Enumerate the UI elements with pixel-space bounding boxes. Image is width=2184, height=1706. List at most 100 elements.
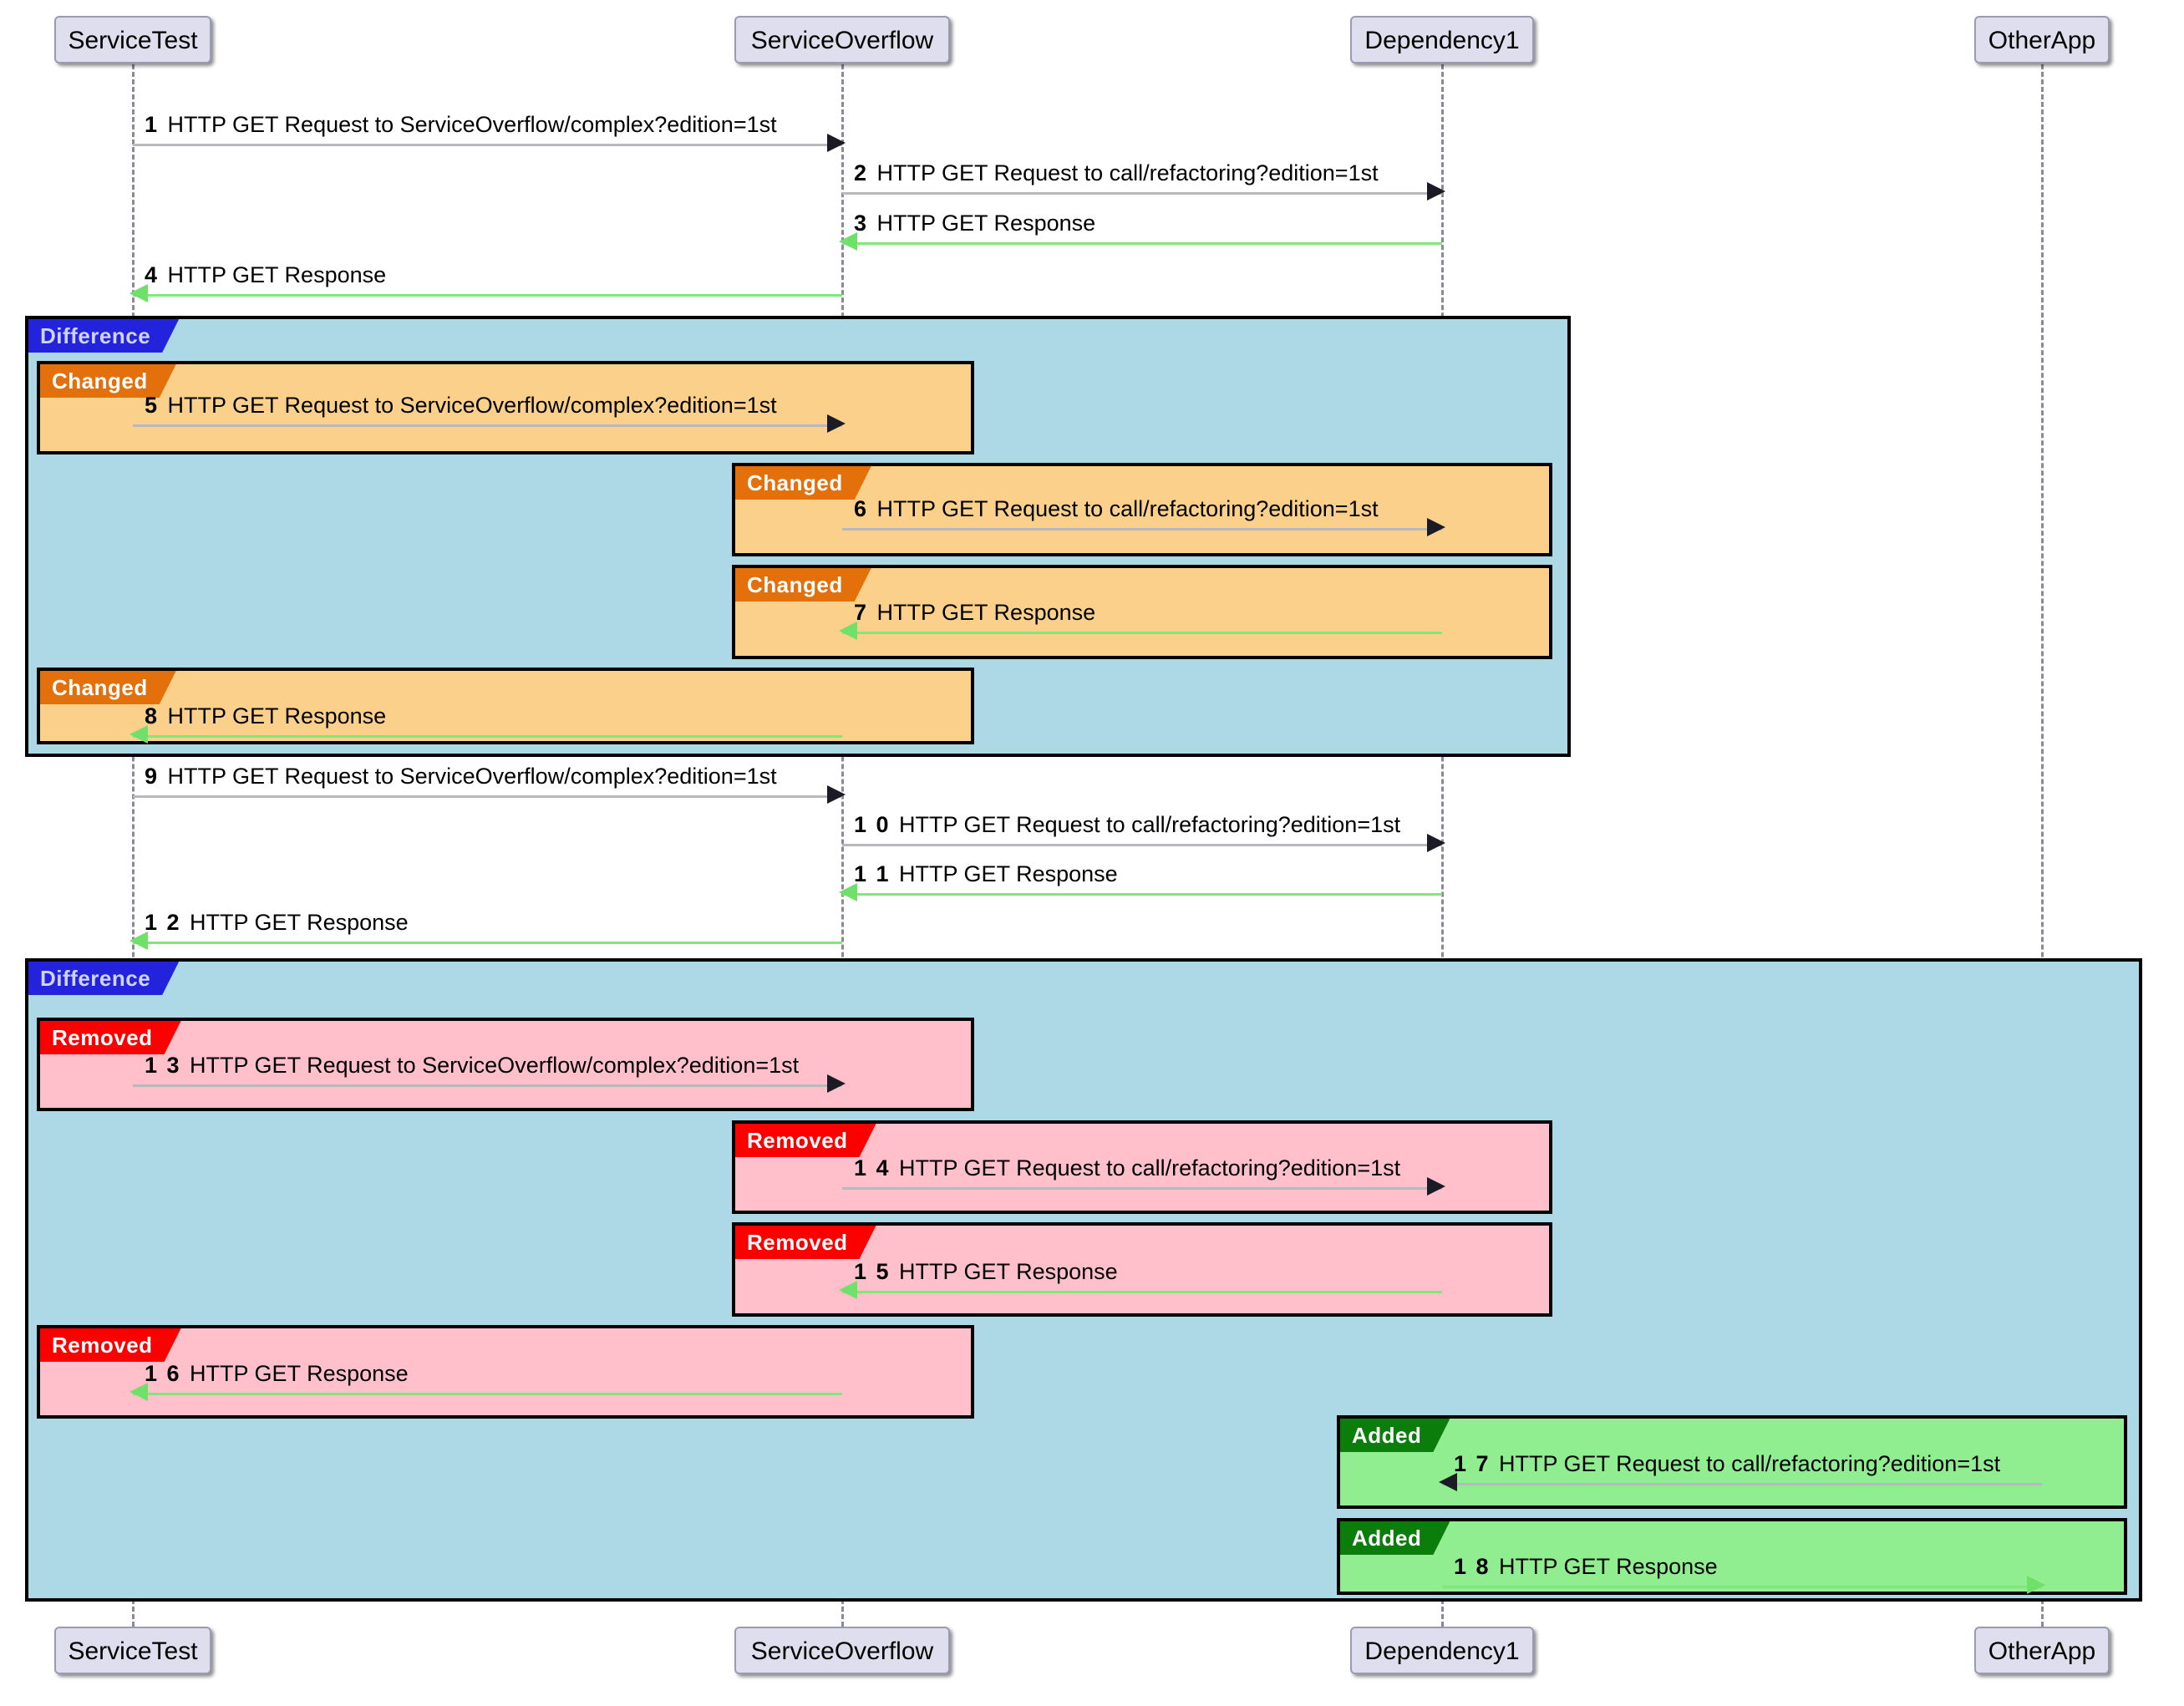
participant-footer-serviceoverflow[interactable]: ServiceOverflow bbox=[734, 1627, 950, 1674]
message-label: 1 6 HTTP GET Response bbox=[145, 1361, 409, 1387]
message-label: 4 HTTP GET Response bbox=[145, 262, 386, 288]
participant-header-dependency1[interactable]: Dependency1 bbox=[1350, 16, 1534, 63]
message-text: HTTP GET Request to call/refactoring?edi… bbox=[1492, 1451, 2001, 1476]
message-number: 1 7 bbox=[1454, 1451, 1491, 1476]
message-number: 1 6 bbox=[145, 1361, 181, 1386]
fragment-changed-5: Changed bbox=[37, 361, 974, 454]
message-number: 1 4 bbox=[854, 1155, 891, 1180]
message-text: HTTP GET Response bbox=[892, 861, 1118, 886]
message-text: HTTP GET Response bbox=[161, 703, 387, 729]
fragment-tag-changed-6: Changed bbox=[735, 466, 871, 500]
arrow-head-icon bbox=[130, 284, 148, 302]
participant-footer-otherapp[interactable]: OtherApp bbox=[1974, 1627, 2110, 1674]
participant-header-servicetest[interactable]: ServiceTest bbox=[54, 16, 211, 63]
message-line bbox=[842, 632, 1442, 634]
message-line bbox=[133, 144, 842, 146]
arrow-head-icon bbox=[1439, 1473, 1457, 1491]
message-number: 2 bbox=[854, 160, 869, 185]
participant-label: ServiceTest bbox=[68, 1637, 198, 1665]
message-line bbox=[842, 1291, 1442, 1293]
fragment-tag-difference-2: Difference bbox=[28, 962, 179, 995]
message-number: 5 bbox=[145, 393, 160, 418]
message-text: HTTP GET Request to ServiceOverflow/comp… bbox=[183, 1053, 800, 1078]
fragment-changed-8: Changed bbox=[37, 668, 974, 744]
arrow-head-icon bbox=[827, 1074, 846, 1093]
arrow-head-icon bbox=[839, 232, 857, 251]
fragment-tag-removed-15: Removed bbox=[735, 1226, 876, 1259]
message-number: 1 8 bbox=[1454, 1554, 1491, 1579]
message-label: 3 HTTP GET Response bbox=[854, 211, 1095, 236]
message-line bbox=[842, 242, 1442, 245]
participant-header-otherapp[interactable]: OtherApp bbox=[1974, 16, 2110, 63]
fragment-removed-16: Removed bbox=[37, 1325, 974, 1419]
message-number: 3 bbox=[854, 211, 869, 236]
message-label: 2 HTTP GET Request to call/refactoring?e… bbox=[854, 160, 1379, 186]
arrow-head-icon bbox=[130, 1383, 148, 1401]
message-text: HTTP GET Request to call/refactoring?edi… bbox=[871, 160, 1379, 185]
participant-label: Dependency1 bbox=[1364, 1637, 1520, 1665]
fragment-tag-difference-1: Difference bbox=[28, 319, 179, 353]
fragment-changed-6: Changed bbox=[732, 463, 1552, 556]
participant-label: OtherApp bbox=[1988, 1637, 2096, 1665]
fragment-tag-changed-7: Changed bbox=[735, 568, 871, 602]
message-number: 1 5 bbox=[854, 1259, 891, 1284]
arrow-head-icon bbox=[827, 414, 846, 433]
participant-footer-servicetest[interactable]: ServiceTest bbox=[54, 1627, 211, 1674]
arrow-head-icon bbox=[130, 932, 148, 950]
message-label: 1 2 HTTP GET Response bbox=[145, 910, 409, 936]
fragment-tag-removed-14: Removed bbox=[735, 1124, 876, 1157]
message-label: 9 HTTP GET Request to ServiceOverflow/co… bbox=[145, 764, 777, 790]
participant-footer-dependency1[interactable]: Dependency1 bbox=[1350, 1627, 1534, 1674]
fragment-tag-removed-16: Removed bbox=[40, 1328, 181, 1362]
arrow-head-icon bbox=[839, 622, 857, 640]
message-line bbox=[1442, 1586, 2042, 1588]
message-line bbox=[133, 1084, 842, 1087]
message-line bbox=[1442, 1483, 2042, 1485]
message-number: 1 1 bbox=[854, 861, 891, 886]
participant-label: ServiceOverflow bbox=[750, 1637, 934, 1665]
message-number: 9 bbox=[145, 764, 160, 789]
message-label: 7 HTTP GET Response bbox=[854, 600, 1095, 626]
participant-header-serviceoverflow[interactable]: ServiceOverflow bbox=[734, 16, 950, 63]
message-line bbox=[133, 795, 842, 798]
message-label: 1 HTTP GET Request to ServiceOverflow/co… bbox=[145, 112, 777, 138]
lifeline-otherapp bbox=[2041, 64, 2044, 1627]
fragment-changed-7: Changed bbox=[732, 565, 1552, 659]
message-line bbox=[842, 844, 1442, 846]
message-text: HTTP GET Response bbox=[183, 910, 409, 935]
arrow-head-icon bbox=[1427, 182, 1445, 201]
fragment-tag-removed-13: Removed bbox=[40, 1021, 181, 1054]
message-line bbox=[133, 424, 842, 427]
message-label: 1 5 HTTP GET Response bbox=[854, 1259, 1118, 1285]
message-label: 1 3 HTTP GET Request to ServiceOverflow/… bbox=[145, 1053, 799, 1079]
arrow-head-icon bbox=[1427, 1177, 1445, 1196]
message-label: 5 HTTP GET Request to ServiceOverflow/co… bbox=[145, 393, 777, 419]
message-label: 1 4 HTTP GET Request to call/refactoring… bbox=[854, 1155, 1400, 1181]
message-text: HTTP GET Response bbox=[892, 1259, 1118, 1284]
message-text: HTTP GET Response bbox=[871, 600, 1096, 625]
message-text: HTTP GET Response bbox=[183, 1361, 409, 1386]
message-text: HTTP GET Request to call/refactoring?edi… bbox=[892, 1155, 1401, 1180]
message-text: HTTP GET Response bbox=[1492, 1554, 1718, 1579]
message-text: HTTP GET Request to ServiceOverflow/comp… bbox=[161, 393, 777, 418]
message-label: 1 1 HTTP GET Response bbox=[854, 861, 1118, 887]
arrow-head-icon bbox=[839, 883, 857, 901]
message-text: HTTP GET Request to ServiceOverflow/comp… bbox=[161, 764, 777, 789]
fragment-tag-added-18: Added bbox=[1340, 1521, 1450, 1555]
message-text: HTTP GET Request to call/refactoring?edi… bbox=[871, 496, 1379, 521]
message-line bbox=[133, 735, 842, 738]
arrow-head-icon bbox=[827, 134, 846, 152]
fragment-tag-changed-8: Changed bbox=[40, 671, 176, 704]
fragment-removed-15: Removed bbox=[732, 1222, 1552, 1317]
fragment-removed-13: Removed bbox=[37, 1018, 974, 1111]
message-number: 8 bbox=[145, 703, 160, 729]
fragment-added-18: Added bbox=[1337, 1518, 2127, 1595]
message-label: 1 7 HTTP GET Request to call/refactoring… bbox=[1454, 1451, 2000, 1477]
message-number: 1 3 bbox=[145, 1053, 181, 1078]
message-line bbox=[133, 1393, 842, 1395]
fragment-added-17: Added bbox=[1337, 1415, 2127, 1509]
message-number: 7 bbox=[854, 600, 869, 625]
message-text: HTTP GET Response bbox=[871, 211, 1096, 236]
message-label: 8 HTTP GET Response bbox=[145, 703, 386, 729]
